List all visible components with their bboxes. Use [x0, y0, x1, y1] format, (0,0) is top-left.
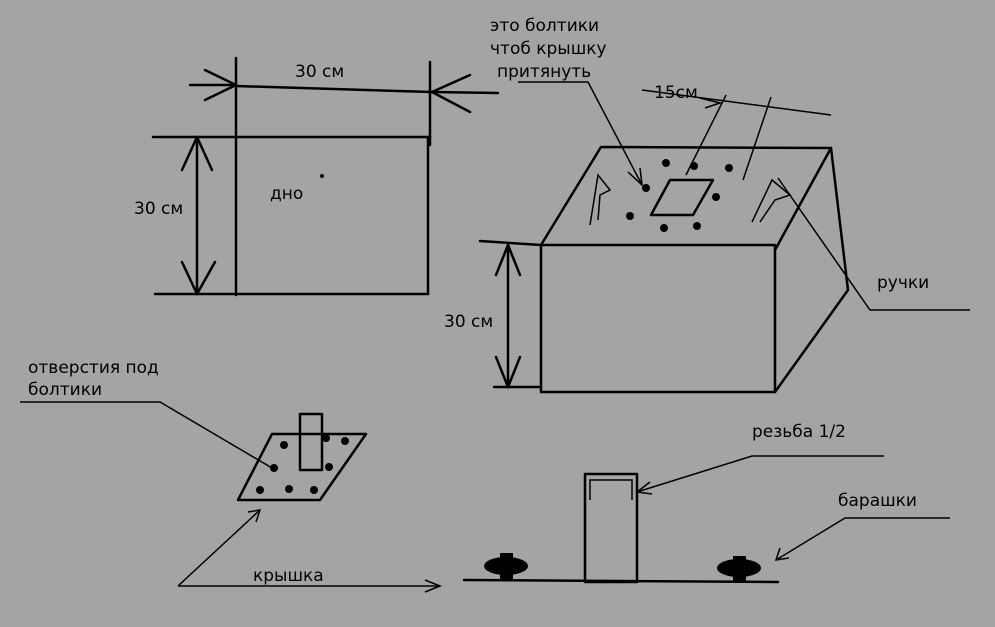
wingnut-left	[484, 553, 528, 581]
lid-label: крышка	[253, 566, 324, 586]
bolts-note-line1: это болтики	[490, 16, 600, 36]
holes-note-line1: отверстия под	[28, 358, 159, 378]
bottom-view-drawing	[151, 56, 500, 297]
handle-spacing-label: 15см	[654, 83, 698, 103]
box-height-label: 30 см	[444, 312, 494, 332]
lid-drawing	[20, 401, 443, 593]
fittings-drawing	[462, 455, 950, 584]
bolts-note-line3: притянуть	[497, 62, 592, 82]
wingnut-right	[717, 556, 761, 582]
wingnuts-label: барашки	[838, 491, 917, 511]
bottom-center-label: дно	[270, 184, 304, 204]
bolts-note-line2: чтоб крышку	[490, 39, 607, 59]
bottom-width-label: 30 см	[295, 62, 345, 82]
holes-note-line2: болтики	[28, 380, 103, 400]
box-drawing	[478, 81, 970, 394]
handles-label: ручки	[877, 273, 930, 293]
thread-label: резьба 1/2	[752, 422, 846, 442]
bottom-height-label: 30 см	[134, 199, 184, 219]
